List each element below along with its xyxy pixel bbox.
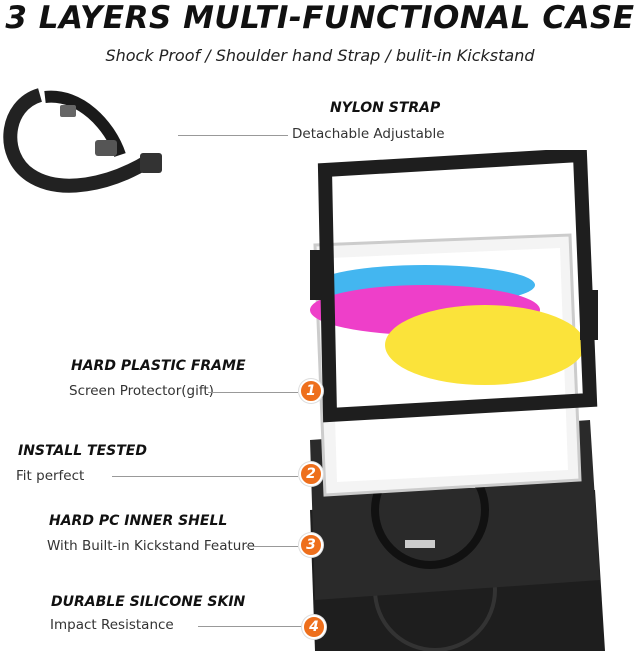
page-title: 3 LAYERS MULTI-FUNCTIONAL CASE: [5, 0, 635, 36]
feature-heading-nylon-strap: NYLON STRAP: [330, 100, 441, 116]
feature-detail-install-tested: Fit perfect: [16, 468, 85, 484]
feature-heading-hard-plastic-frame: HARD PLASTIC FRAME: [71, 358, 246, 374]
feature-detail-hard-pc-inner-shell: With Built-in Kickstand Feature: [47, 538, 255, 554]
number-badge-1: 1: [299, 379, 323, 403]
leader-line: [112, 476, 298, 477]
leader-line: [178, 135, 288, 136]
leader-line: [198, 626, 302, 627]
case-layers-image: [310, 150, 605, 651]
number-badge-4: 4: [302, 615, 326, 639]
leader-line: [246, 546, 298, 547]
feature-detail-nylon-strap: Detachable Adjustable: [292, 126, 445, 142]
feature-heading-durable-silicone-skin: DURABLE SILICONE SKIN: [51, 594, 246, 610]
nylon-strap-image: [3, 88, 162, 193]
feature-heading-hard-pc-inner-shell: HARD PC INNER SHELL: [49, 513, 228, 529]
number-badge-3: 3: [299, 533, 323, 557]
page-subtitle: Shock Proof / Shoulder hand Strap / buli…: [105, 46, 535, 65]
leader-line: [208, 392, 298, 393]
feature-heading-install-tested: INSTALL TESTED: [18, 443, 147, 459]
feature-detail-hard-plastic-frame: Screen Protector(gift): [69, 383, 214, 399]
number-badge-2: 2: [299, 462, 323, 486]
feature-detail-durable-silicone-skin: Impact Resistance: [50, 617, 174, 633]
